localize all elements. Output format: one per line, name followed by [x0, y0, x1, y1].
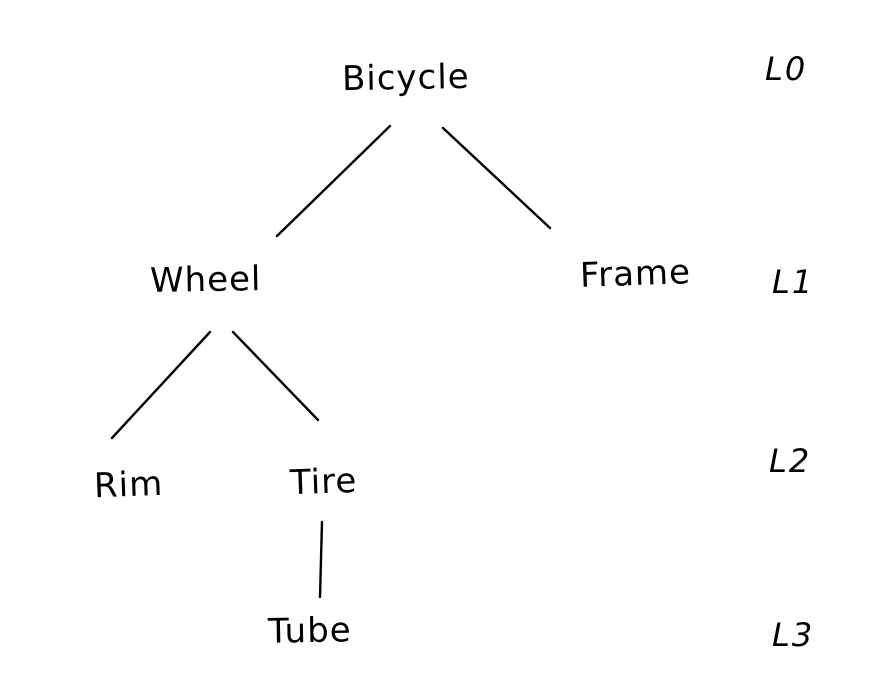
edge-bicycle-wheel [275, 124, 392, 238]
node-bicycle: Bicycle [341, 56, 470, 100]
level-label-l0: L0 [765, 50, 808, 88]
node-frame: Frame [579, 252, 692, 296]
level-label-l1: L1 [772, 263, 815, 301]
node-tire: Tire [289, 460, 358, 504]
level-label-l2: L2 [769, 442, 812, 480]
node-rim: Rim [93, 463, 164, 507]
edge-bicycle-frame [441, 126, 552, 230]
edge-wheel-tire [231, 330, 320, 422]
edge-wheel-rim [110, 330, 212, 440]
edge-tire-tube [318, 520, 324, 599]
level-label-l3: L3 [772, 616, 815, 654]
node-tube: Tube [267, 610, 352, 652]
node-wheel: Wheel [149, 259, 262, 301]
